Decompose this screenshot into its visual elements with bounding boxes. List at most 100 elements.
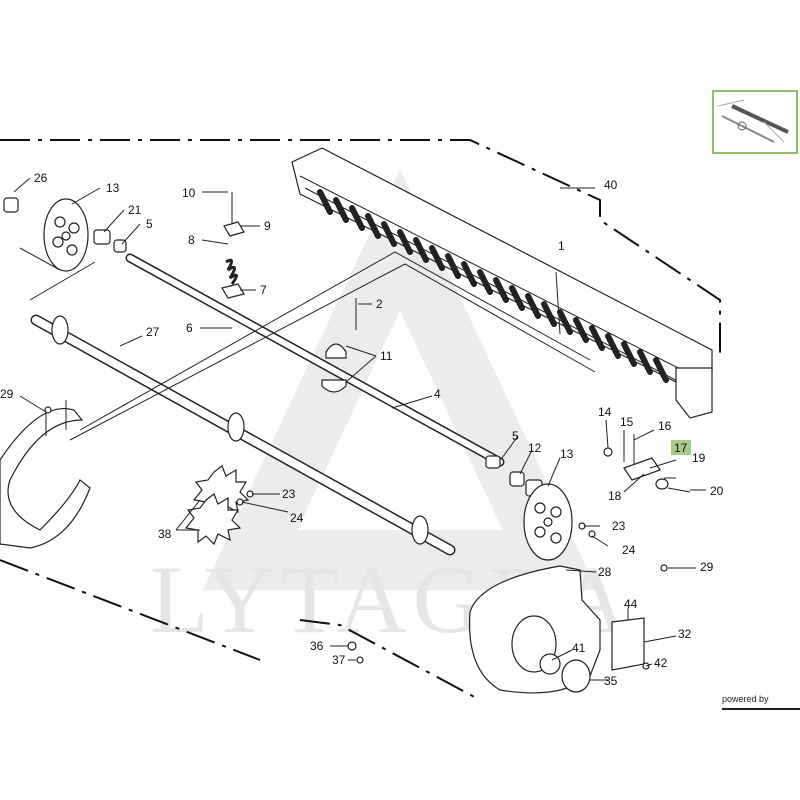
highlight-box-17 [671,440,691,455]
lower-shaft-flange-mid [227,412,245,442]
label-10[interactable]: 10 [182,186,196,200]
label-15[interactable]: 15 [620,415,634,429]
disc-hub [543,517,553,527]
washer-36[interactable] [347,641,357,651]
label-26[interactable]: 26 [34,171,48,185]
label-32[interactable]: 32 [678,627,692,641]
lower-shaft[interactable] [30,314,456,556]
left-rotor-disc[interactable] [43,198,89,272]
disc-hole [550,506,562,518]
boundary-top [0,139,721,356]
label-40[interactable]: 40 [604,178,618,192]
label-1[interactable]: 1 [558,239,565,253]
label-23-right[interactable]: 23 [612,519,626,533]
label-19[interactable]: 19 [692,451,706,465]
label-37[interactable]: 37 [332,653,346,667]
spring-assembly[interactable] [221,192,245,299]
callout-labels: 26 13 21 5 10 9 8 7 6 2 11 27 4 5 12 13 … [0,171,724,688]
label-35[interactable]: 35 [604,674,618,688]
label-27[interactable]: 27 [146,325,160,339]
perspective-line-b [69,263,596,441]
label-44[interactable]: 44 [624,597,638,611]
label-17[interactable]: 17 [674,441,688,455]
thumbnail-lines [717,99,785,143]
label-21[interactable]: 21 [128,203,142,217]
label-16[interactable]: 16 [658,419,672,433]
label-41[interactable]: 41 [572,641,586,655]
powered-by-logo-bar [722,708,800,710]
bolt-37[interactable] [356,656,364,664]
flange-35 [561,659,591,693]
bolt-29-left[interactable] [44,406,52,414]
label-29-right[interactable]: 29 [700,560,714,574]
leader-lines [13,177,706,681]
bolt-20 [667,487,691,493]
overview-thumbnail-image [717,99,789,143]
label-5-right[interactable]: 5 [512,429,519,443]
gear-housing[interactable] [468,565,645,694]
label-7[interactable]: 7 [260,283,267,297]
perspective-line-c [19,247,96,301]
label-20[interactable]: 20 [710,484,724,498]
bush-21[interactable] [93,229,111,245]
disc-hole [68,222,80,234]
label-42[interactable]: 42 [654,656,668,670]
label-13-right[interactable]: 13 [560,447,574,461]
tine-rake-endplate [675,367,713,419]
lower-shaft-flange-right [411,515,429,545]
label-4[interactable]: 4 [434,387,441,401]
boundary-left-bottom [0,559,261,661]
thumbnail-disc [737,121,747,131]
clamp-11-bottom [321,379,347,393]
label-36[interactable]: 36 [310,639,324,653]
label-12[interactable]: 12 [528,441,542,455]
powered-by-text: powered by [722,694,769,704]
overview-thumbnail[interactable] [712,90,798,154]
main-shaft[interactable] [125,253,505,467]
link-plate-18 [623,457,661,481]
label-13-left[interactable]: 13 [106,181,120,195]
watermark-triangle [202,169,598,590]
label-18[interactable]: 18 [608,489,622,503]
bush-5-right[interactable] [485,455,501,469]
plate-7 [221,283,245,299]
label-8[interactable]: 8 [188,233,195,247]
label-28[interactable]: 28 [598,565,612,579]
label-23-left[interactable]: 23 [282,487,296,501]
disc-hub [61,231,71,241]
bolt-29-right[interactable] [660,564,668,572]
left-guard-body [0,408,91,549]
tine-rake[interactable] [291,147,713,419]
label-9[interactable]: 9 [264,219,271,233]
perspective-line-a [79,251,591,431]
label-14[interactable]: 14 [598,405,612,419]
thumbnail-shaft [721,115,775,143]
washer-19 [655,478,669,490]
disc-hole [534,526,546,538]
label-5-left[interactable]: 5 [146,217,153,231]
star-plates[interactable] [184,465,250,546]
label-38[interactable]: 38 [158,527,172,541]
assembly-boundary [0,139,721,701]
boundary-bottom [299,619,481,701]
linkage-assembly[interactable] [603,434,691,493]
nut-24-right[interactable] [588,530,596,538]
label-29-left[interactable]: 29 [0,387,14,401]
label-24-right[interactable]: 24 [622,543,636,557]
clamp-11-top [325,343,347,359]
label-24-left[interactable]: 24 [290,511,304,525]
left-guard-brackets [45,400,67,436]
label-6[interactable]: 6 [186,321,193,335]
bush-12-a[interactable] [509,471,525,487]
clamp-assembly[interactable] [321,298,357,393]
bush-26[interactable] [3,197,19,213]
disc-hole [534,502,546,514]
star-plate-b [184,493,242,546]
nut-14 [603,447,613,457]
label-2[interactable]: 2 [376,297,383,311]
left-guard[interactable] [0,400,91,549]
right-rotor-disc[interactable] [523,483,573,561]
label-11[interactable]: 11 [380,349,393,363]
disc-hole [550,532,562,544]
